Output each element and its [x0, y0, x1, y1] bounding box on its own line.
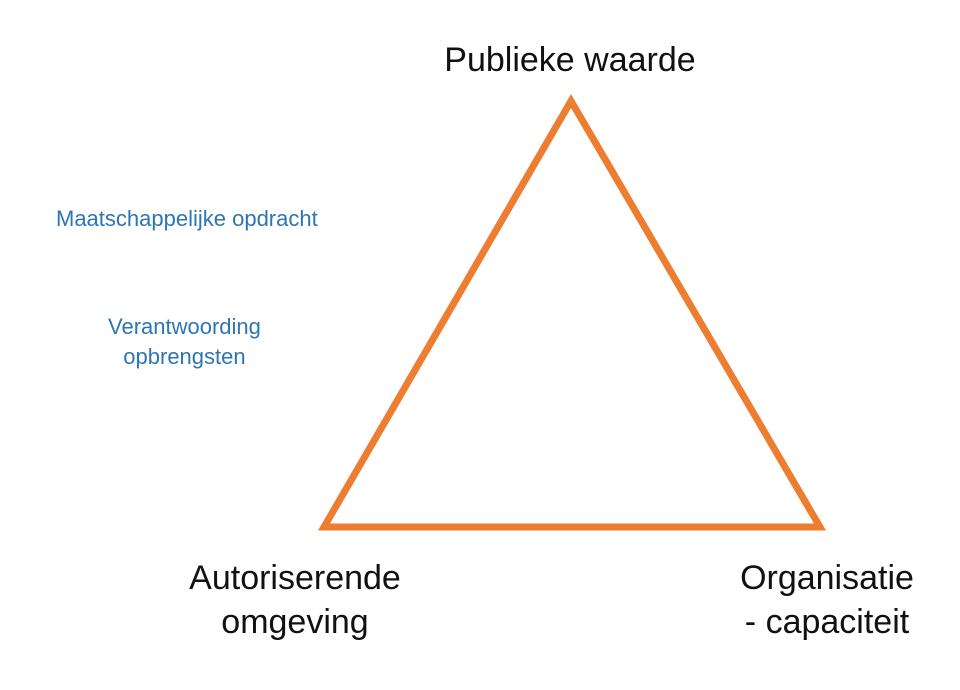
side-label-verantwoording-opbrengsten: Verantwoording opbrengsten — [108, 312, 261, 372]
value-triangle — [317, 94, 827, 531]
node-label-publieke-waarde: Publieke waarde — [420, 38, 720, 82]
side-label-maatschappelijke-opdracht: Maatschappelijke opdracht — [56, 204, 318, 234]
node-label-line: Organisatie — [740, 559, 914, 597]
side-label-line: Verantwoording — [108, 314, 261, 339]
node-label-line: - capaciteit — [744, 603, 910, 641]
node-label-line: omgeving — [221, 603, 369, 641]
node-label-line: Autoriserende — [189, 559, 401, 597]
node-label-organisatie-capaciteit: Organisatie - capaciteit — [712, 556, 942, 644]
node-label-line: Publieke waarde — [444, 41, 696, 79]
node-label-autoriserende-omgeving: Autoriserende omgeving — [160, 556, 430, 644]
side-label-line: Maatschappelijke opdracht — [56, 206, 318, 231]
side-label-line: opbrengsten — [123, 344, 246, 369]
